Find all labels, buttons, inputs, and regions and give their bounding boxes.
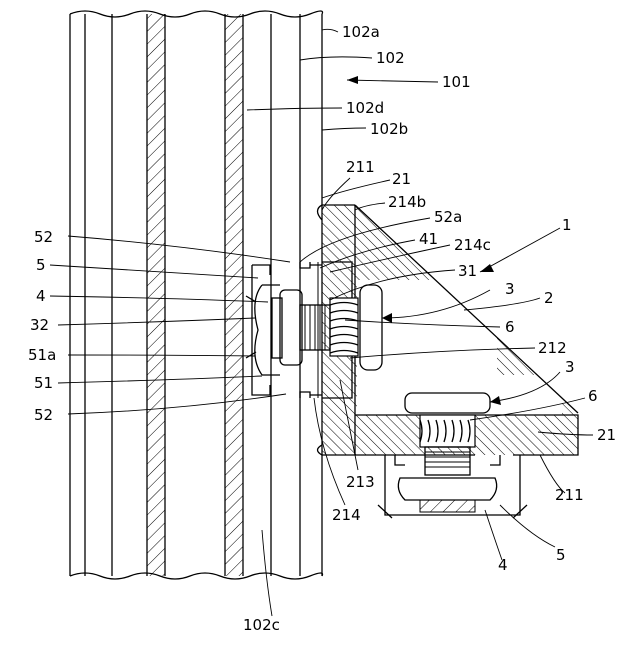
label-211-top: 211 bbox=[346, 158, 375, 176]
label-31: 31 bbox=[458, 262, 477, 280]
label-21-lower: 21 bbox=[597, 426, 616, 444]
label-213: 213 bbox=[346, 473, 375, 491]
label-6-lower: 6 bbox=[588, 387, 598, 405]
label-21-top: 21 bbox=[392, 170, 411, 188]
label-2: 2 bbox=[544, 289, 554, 307]
label-212: 212 bbox=[538, 339, 567, 357]
label-4-lower: 4 bbox=[498, 556, 508, 574]
label-52a: 52a bbox=[434, 208, 462, 226]
label-6-upper: 6 bbox=[505, 318, 515, 336]
label-5-upper: 5 bbox=[36, 256, 46, 274]
label-3-lower: 3 bbox=[565, 358, 575, 376]
label-214b: 214b bbox=[388, 193, 426, 211]
label-102: 102 bbox=[376, 49, 405, 67]
label-51a: 51a bbox=[28, 346, 56, 364]
label-41: 41 bbox=[419, 230, 438, 248]
label-214c: 214c bbox=[454, 236, 491, 254]
label-52-lower: 52 bbox=[34, 406, 53, 424]
label-101: 101 bbox=[442, 73, 471, 91]
label-102a: 102a bbox=[342, 23, 380, 41]
label-4-upper: 4 bbox=[36, 287, 46, 305]
glass-panel bbox=[70, 11, 323, 579]
label-102d: 102d bbox=[346, 99, 384, 117]
label-214: 214 bbox=[332, 506, 361, 524]
label-3-upper: 3 bbox=[505, 280, 515, 298]
label-32: 32 bbox=[30, 316, 49, 334]
label-52-upper: 52 bbox=[34, 228, 53, 246]
label-211-lower: 211 bbox=[555, 486, 584, 504]
label-51: 51 bbox=[34, 374, 53, 392]
label-5-lower: 5 bbox=[556, 546, 566, 564]
label-102b: 102b bbox=[370, 120, 408, 138]
label-102c: 102c bbox=[243, 616, 280, 634]
label-1: 1 bbox=[562, 216, 572, 234]
